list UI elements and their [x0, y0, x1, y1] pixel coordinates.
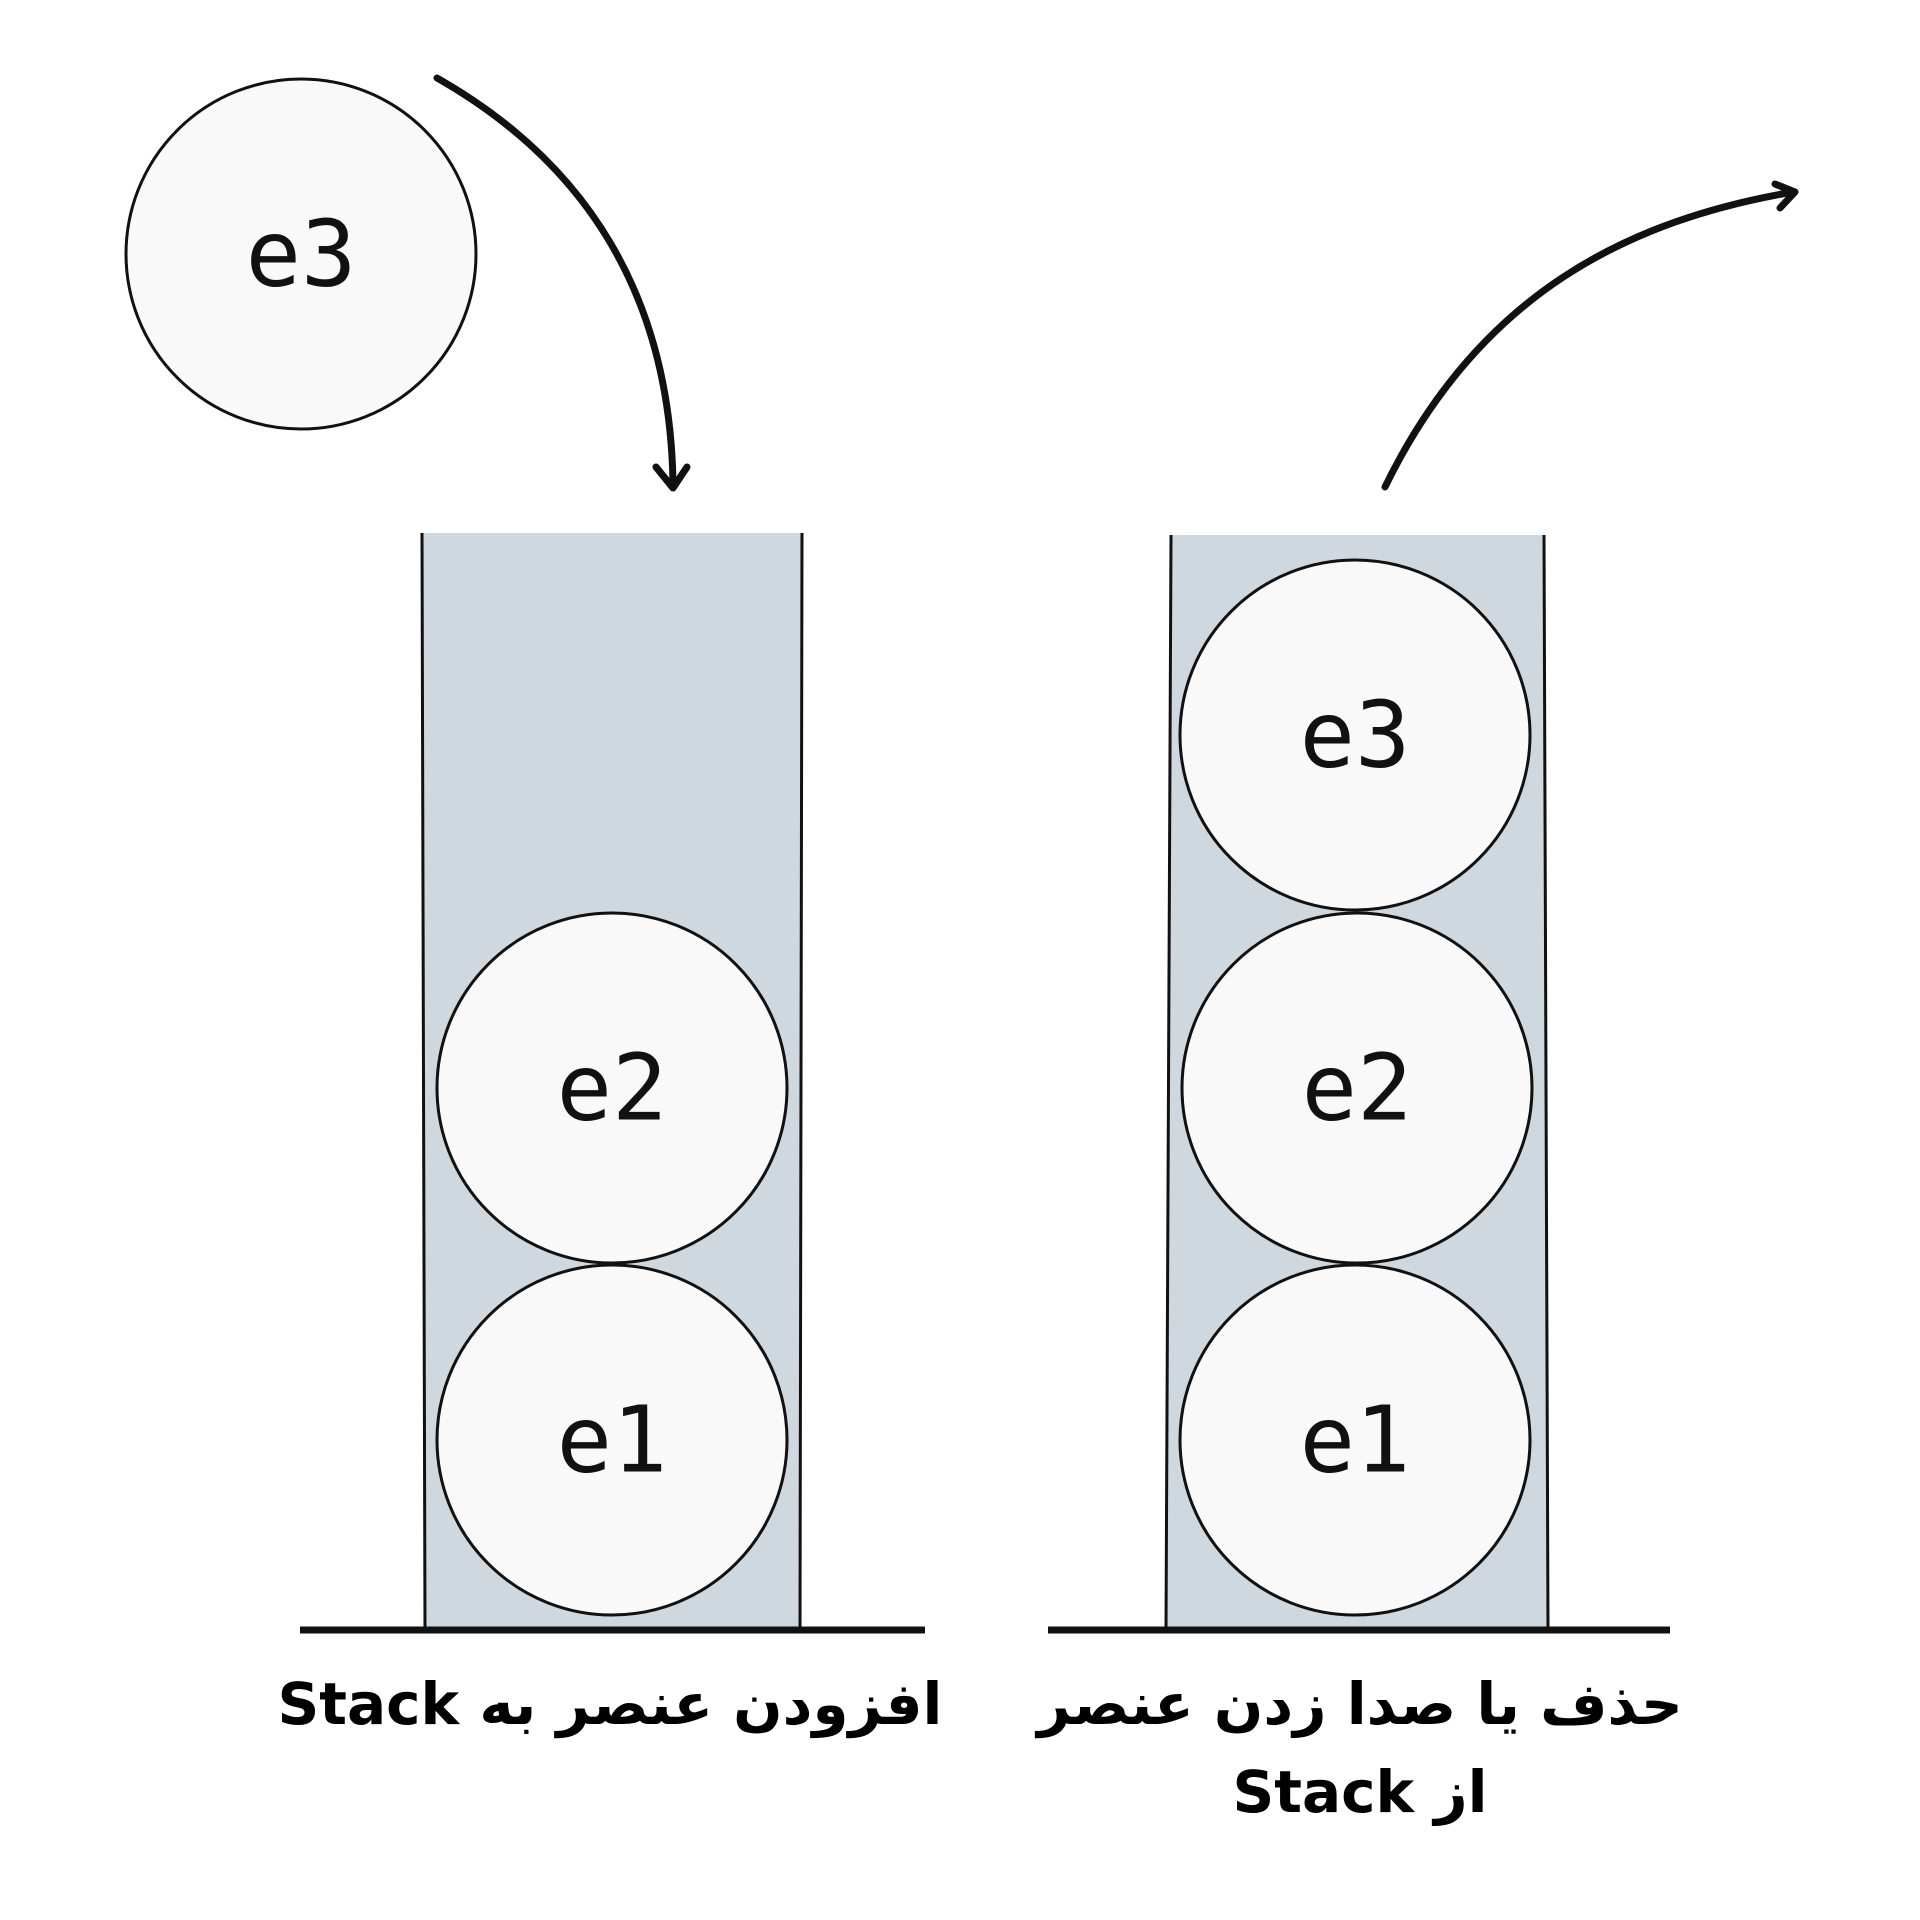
pop-stack-element-e3: e3 [1178, 558, 1532, 912]
incoming-element-label: e3 [246, 201, 357, 308]
pop-stack-element-e1: e1 [1178, 1263, 1532, 1617]
arrow-up-curved-icon [1381, 180, 1799, 491]
incoming-element-e3: e3 [124, 77, 478, 431]
push-caption-text: افزودن عنصر به Stack [277, 1670, 943, 1738]
push-element-label: e2 [557, 1035, 668, 1142]
pop-caption: حذف یا صدا زدن عنصر از Stack [1010, 1660, 1710, 1836]
push-caption: افزودن عنصر به Stack [260, 1660, 960, 1748]
pop-caption-line-2: از Stack [1232, 1758, 1488, 1826]
push-stack-element-e1: e1 [435, 1263, 789, 1617]
pop-element-label: e1 [1300, 1387, 1411, 1494]
push-stack-element-e2: e2 [435, 911, 789, 1265]
pop-caption-line-1: حذف یا صدا زدن عنصر [1037, 1670, 1683, 1738]
arrow-down-curved-icon [433, 74, 691, 492]
push-element-label: e1 [557, 1387, 668, 1494]
pop-element-label: e2 [1302, 1035, 1413, 1142]
pop-panel: e1 e2 e3 [1048, 180, 1799, 1634]
pop-element-label: e3 [1300, 682, 1411, 789]
pop-stack-element-e2: e2 [1180, 911, 1534, 1265]
push-panel: e1 e2 e3 [124, 74, 925, 1634]
